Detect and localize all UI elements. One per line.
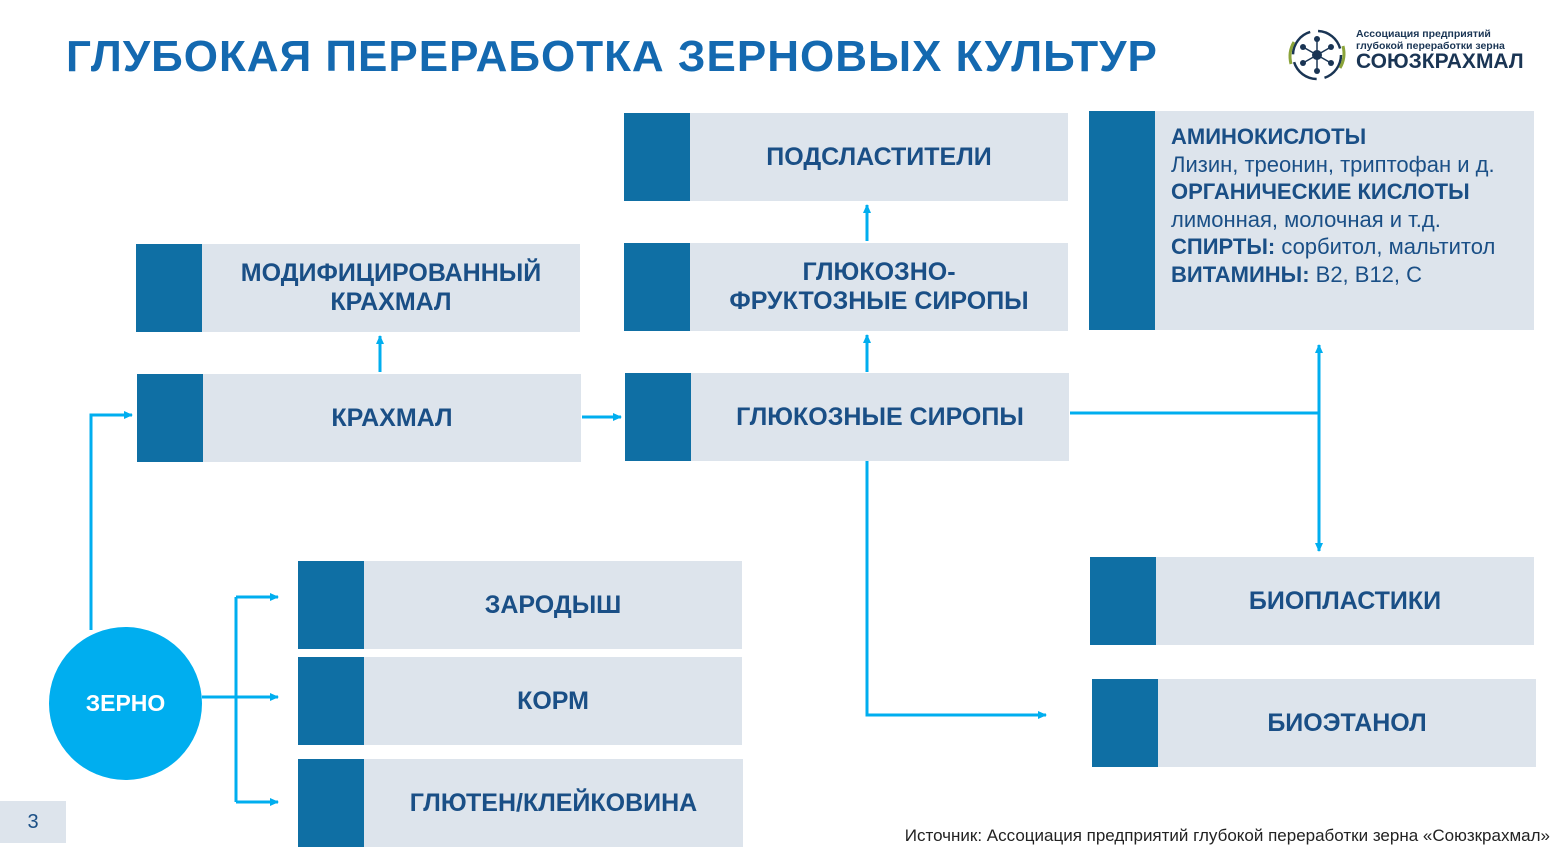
box-products: АМИНОКИСЛОТЫ Лизин, треонин, триптофан и… [1089, 111, 1534, 330]
box-sweeteners: ПОДСЛАСТИТЕЛИ [624, 113, 1068, 201]
page-number: 3 [0, 801, 66, 843]
box-label: БИОЭТАНОЛ [1267, 708, 1427, 737]
vitamins-heading: ВИТАМИНЫ: [1171, 261, 1310, 287]
box-marker [298, 657, 364, 745]
box-label: МОДИФИЦИРОВАННЫЙ КРАХМАЛ [240, 259, 542, 316]
amino-heading: АМИНОКИСЛОТЫ [1171, 124, 1367, 149]
source-note: Источник: Ассоциация предприятий глубоко… [904, 826, 1550, 845]
logo-emblem-icon [1288, 29, 1346, 81]
box-marker [624, 113, 690, 201]
vitamins-text: B2, B12, C [1309, 261, 1423, 287]
box-marker [1089, 111, 1155, 330]
box-label: ПОДСЛАСТИТЕЛИ [766, 142, 992, 171]
box-glucose-fructose: ГЛЮКОЗНО-ФРУКТОЗНЫЕ СИРОПЫ [624, 243, 1068, 331]
grain-circle: ЗЕРНО [49, 627, 202, 780]
logo-brand: СОЮЗКРАХМАЛ [1356, 50, 1524, 73]
logo-line2: глубокой переработки зерна [1356, 40, 1505, 52]
box-label: ГЛЮКОЗНЫЕ СИРОПЫ [736, 402, 1024, 431]
box-marker [624, 243, 690, 331]
logo-line1: Ассоциация предприятий [1356, 28, 1491, 40]
box-marker [298, 561, 364, 649]
products-list: АМИНОКИСЛОТЫ Лизин, треонин, триптофан и… [1171, 123, 1526, 288]
box-label: КРАХМАЛ [331, 403, 453, 432]
box-starch: КРАХМАЛ [137, 374, 581, 462]
box-label: КОРМ [517, 686, 589, 715]
box-bioplastics: БИОПЛАСТИКИ [1090, 557, 1534, 645]
alcohols-text: сорбитол, мальтитол [1275, 234, 1496, 259]
box-marker [1090, 557, 1156, 645]
page-title: ГЛУБОКАЯ ПЕРЕРАБОТКА ЗЕРНОВЫХ КУЛЬТУР [66, 32, 1158, 81]
box-modified-starch: МОДИФИЦИРОВАННЫЙ КРАХМАЛ [136, 244, 580, 332]
box-marker [625, 373, 691, 461]
box-germ: ЗАРОДЫШ [298, 561, 742, 649]
box-label: БИОПЛАСТИКИ [1248, 586, 1442, 615]
vitamins-line: ВИТАМИНЫ: B2, B12, C [1171, 261, 1526, 289]
box-marker [298, 759, 364, 847]
box-marker [136, 244, 202, 332]
alcohols-line: СПИРТЫ: сорбитол, мальтитол [1171, 233, 1526, 261]
amino-text: Лизин, треонин, триптофан и д. [1171, 151, 1495, 177]
acids-text: лимонная, молочная и т.д. [1171, 206, 1441, 232]
box-bioethanol: БИОЭТАНОЛ [1092, 679, 1536, 767]
box-feed: КОРМ [298, 657, 742, 745]
arrow-grain-starch [89, 411, 133, 630]
box-label: ГЛЮКОЗНО-ФРУКТОЗНЫЕ СИРОПЫ [729, 258, 1029, 315]
box-label: ЗАРОДЫШ [484, 590, 622, 619]
logo: Ассоциация предприятий глубокой перерабо… [1286, 24, 1524, 86]
box-gluten: ГЛЮТЕН/КЛЕЙКОВИНА [298, 759, 743, 847]
box-marker [137, 374, 203, 462]
box-label: ГЛЮТЕН/КЛЕЙКОВИНА [409, 788, 698, 817]
box-marker [1092, 679, 1158, 767]
logo-text: Ассоциация предприятий глубокой перерабо… [1356, 28, 1505, 52]
arrow-glucose-bioethanol [865, 460, 1047, 719]
alcohols-heading: СПИРТЫ: [1171, 234, 1276, 259]
acids-heading: ОРГАНИЧЕСКИЕ КИСЛОТЫ [1171, 179, 1470, 204]
box-glucose-syrups: ГЛЮКОЗНЫЕ СИРОПЫ [625, 373, 1069, 461]
